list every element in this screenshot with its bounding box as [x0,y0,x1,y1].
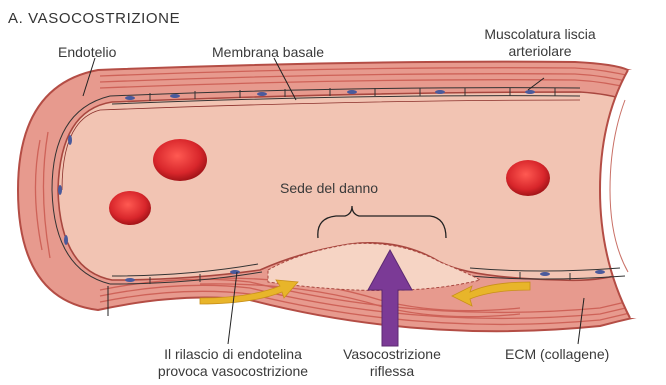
label-ecm: ECM (collagene) [505,346,609,363]
label-smooth-muscle-line2: arteriolare [440,43,640,60]
label-reflex-line2: riflessa [302,363,482,380]
label-smooth-muscle-line1: Muscolatura liscia [440,26,640,43]
figure-title: A. VASOCOSTRIZIONE [8,10,180,27]
label-reflex-line1: Vasocostrizione [302,346,482,363]
label-smooth-muscle: Muscolatura liscia arteriolare [440,26,640,60]
label-endothelium: Endotelio [58,44,116,61]
label-reflex-vasoconstriction: Vasocostrizione riflessa [302,346,482,380]
label-basement-membrane: Membrana basale [212,44,324,61]
label-damage-site: Sede del danno [280,180,378,197]
